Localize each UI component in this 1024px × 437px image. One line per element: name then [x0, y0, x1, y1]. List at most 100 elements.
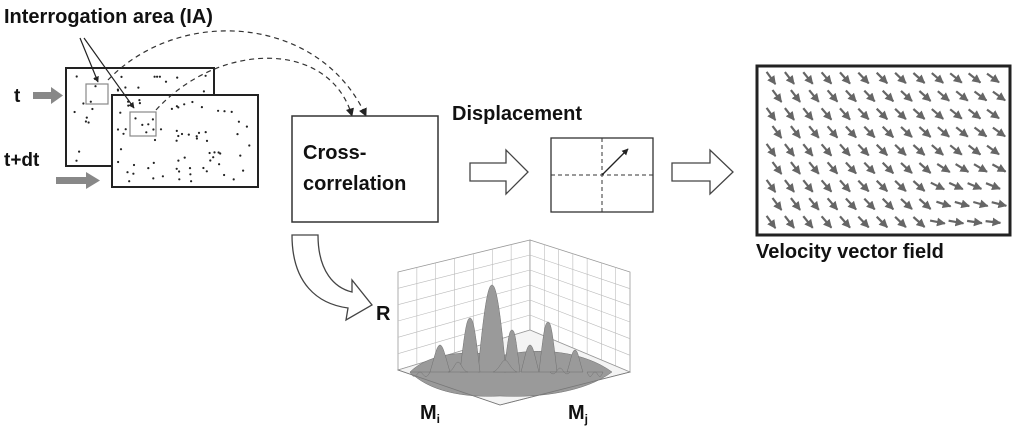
velocity-vector	[765, 143, 777, 157]
particle-dot	[175, 129, 178, 132]
velocity-vector	[894, 180, 907, 192]
particle-dot	[223, 110, 226, 113]
particle-dot	[85, 116, 88, 119]
velocity-vector	[894, 108, 907, 120]
particle-dot	[152, 161, 155, 164]
particle-dot	[151, 118, 154, 121]
particle-dot	[119, 148, 123, 151]
velocity-vector	[929, 217, 946, 227]
particle-dot	[217, 151, 220, 154]
particle-dot	[124, 128, 127, 131]
particle-dot	[145, 131, 148, 134]
particle-dot	[177, 159, 180, 162]
velocity-vector	[986, 144, 1000, 156]
velocity-vector	[900, 162, 913, 174]
velocity-vector	[881, 125, 895, 139]
block-arrow-2	[671, 148, 734, 196]
velocity-vector	[771, 89, 783, 103]
velocity-vector	[875, 71, 889, 85]
particle-dot	[161, 175, 164, 178]
grid-line	[529, 314, 631, 356]
velocity-vector	[912, 180, 926, 192]
velocity-vector	[826, 125, 839, 139]
particle-dot	[127, 104, 130, 107]
velocity-vector	[765, 215, 777, 229]
velocity-vector	[765, 71, 777, 85]
velocity-vector	[881, 197, 895, 211]
particle-dot	[208, 151, 211, 155]
velocity-vector	[912, 72, 926, 84]
velocity-vector	[973, 199, 989, 209]
particle-dot	[73, 110, 76, 114]
surface-peak	[429, 344, 451, 373]
particle-dot	[195, 135, 198, 138]
particle-dot	[170, 107, 173, 110]
surface-peak	[459, 317, 481, 373]
surface-peak	[447, 361, 469, 373]
particle-dot	[202, 90, 205, 93]
velocity-vector	[784, 107, 795, 121]
velocity-vector	[955, 163, 970, 173]
velocity-vector	[863, 89, 876, 103]
time-arrow-tdt	[56, 172, 100, 189]
velocity-vector	[784, 71, 795, 85]
velocity-vector	[931, 108, 944, 120]
particle-dot	[124, 86, 127, 89]
velocity-vector	[790, 197, 801, 211]
displacement-vector	[601, 148, 629, 176]
surface-peak	[566, 349, 584, 373]
velocity-vector	[802, 107, 814, 121]
particle-dot	[84, 120, 87, 123]
correlation-surface-plot	[396, 239, 632, 406]
particle-dot	[204, 131, 207, 134]
velocity-vector	[931, 144, 944, 156]
velocity-vector	[802, 179, 814, 193]
particle-dot	[189, 173, 192, 176]
particle-dot	[248, 144, 251, 147]
velocity-vector	[765, 179, 777, 193]
velocity-vector	[918, 126, 932, 138]
velocity-vector	[931, 72, 944, 84]
velocity-vector	[955, 126, 969, 138]
velocity-vector-field	[755, 64, 1012, 237]
velocity-vector	[863, 125, 876, 139]
mj-axis-label: Mj	[568, 402, 589, 426]
particle-dot	[190, 180, 193, 183]
particle-dot	[91, 107, 94, 111]
particle-dot	[75, 75, 78, 78]
particle-dot	[175, 167, 178, 170]
particle-dot	[239, 154, 242, 157]
cross-correlation-box	[291, 115, 439, 223]
velocity-vector	[839, 107, 851, 121]
particle-dot	[183, 156, 186, 159]
velocity-vector	[912, 144, 926, 156]
velocity-vector	[857, 107, 870, 121]
velocity-vector	[881, 161, 895, 175]
velocity-vector	[808, 125, 820, 139]
particle-dot	[159, 128, 163, 131]
velocity-vector	[771, 161, 783, 175]
velocity-vector	[894, 72, 907, 84]
particle-dot	[230, 110, 233, 113]
particle-dot	[202, 166, 205, 170]
velocity-vector	[881, 89, 895, 103]
particle-dot	[132, 172, 135, 175]
velocity-vector	[985, 217, 1002, 227]
velocity-vector	[985, 181, 1001, 190]
particle-dot	[134, 117, 137, 120]
particle-dot	[89, 100, 92, 103]
particle-dot	[82, 102, 85, 105]
velocity-vector	[790, 161, 801, 175]
block-arrow-1	[469, 148, 529, 196]
surface-peak	[477, 284, 507, 373]
tdt-label: t+dt	[4, 150, 40, 171]
grid-line	[529, 269, 631, 306]
particle-dot	[212, 156, 215, 159]
particle-dot	[236, 133, 239, 136]
velocity-vector	[784, 215, 795, 229]
velocity-vector	[826, 197, 839, 211]
interrogation-area-tdt	[129, 111, 157, 137]
velocity-vector	[820, 215, 833, 229]
interrogation-area-t	[85, 83, 109, 105]
correlation-label: correlation	[303, 173, 407, 195]
